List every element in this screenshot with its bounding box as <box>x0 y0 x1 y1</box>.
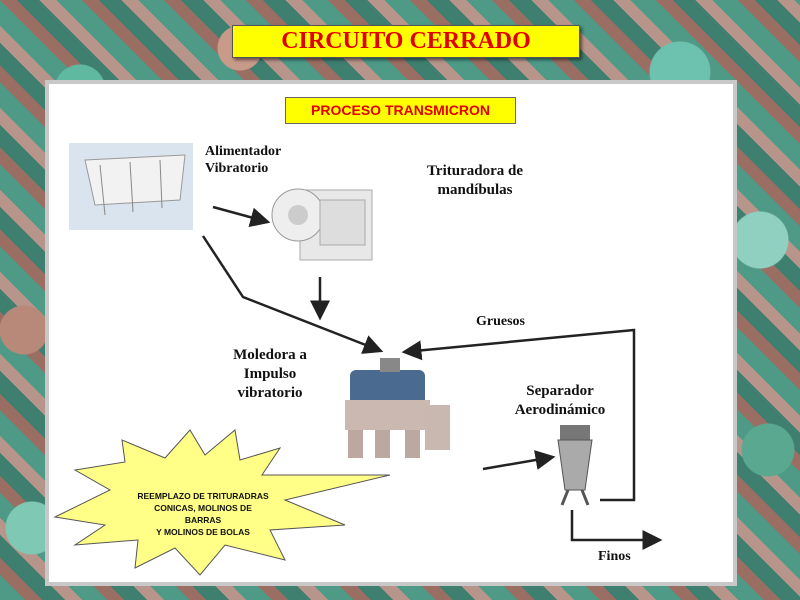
label-feeder: Alimentador Vibratorio <box>205 143 281 177</box>
callout-text: REEMPLAZO DE TRITURADRAS CONICAS, MOLINO… <box>118 490 288 538</box>
callout-starburst <box>53 429 391 576</box>
label-mill: Moledora a Impulso vibratorio <box>210 346 330 403</box>
label-line: Vibratorio <box>205 161 269 176</box>
label-line: Impulso <box>243 366 297 382</box>
label-line: mandíbulas <box>437 182 513 198</box>
label-line: Moledora a <box>233 347 307 363</box>
callout-line: Y MOLINOS DE BOLAS <box>156 527 250 537</box>
label-jaw-crusher: Trituradora de mandíbulas <box>410 162 540 200</box>
label-separator: Separador Aerodinámico <box>500 382 620 420</box>
process-subtitle: PROCESO TRANSMICRON <box>285 97 516 124</box>
arrow-mill-to-separator <box>482 450 556 471</box>
arrow-fines-out <box>570 510 663 550</box>
vibrating-feeder-image <box>69 143 193 230</box>
label-line: Separador <box>526 383 594 399</box>
callout-line: REEMPLAZO DE TRITURADRAS <box>137 491 269 501</box>
label-line: vibratorio <box>237 385 303 401</box>
vibratory-mill-image <box>345 358 450 458</box>
label-coarse: Gruesos <box>476 314 525 329</box>
arrow-feeder-to-mill <box>201 235 384 354</box>
jaw-crusher-image <box>271 188 373 261</box>
callout-line: CONICAS, MOLINOS DE <box>154 503 252 513</box>
label-fines: Finos <box>598 549 631 564</box>
label-line: Trituradora de <box>427 163 523 179</box>
slide-title: CIRCUITO CERRADO <box>232 25 580 58</box>
label-line: Alimentador <box>205 144 282 159</box>
arrow-feeder-to-jaw <box>212 205 271 228</box>
callout-line: BARRAS <box>184 515 222 525</box>
aerodynamic-separator-image <box>557 425 593 506</box>
arrow-coarse-return <box>401 328 636 502</box>
label-line: Aerodinámico <box>514 402 606 418</box>
